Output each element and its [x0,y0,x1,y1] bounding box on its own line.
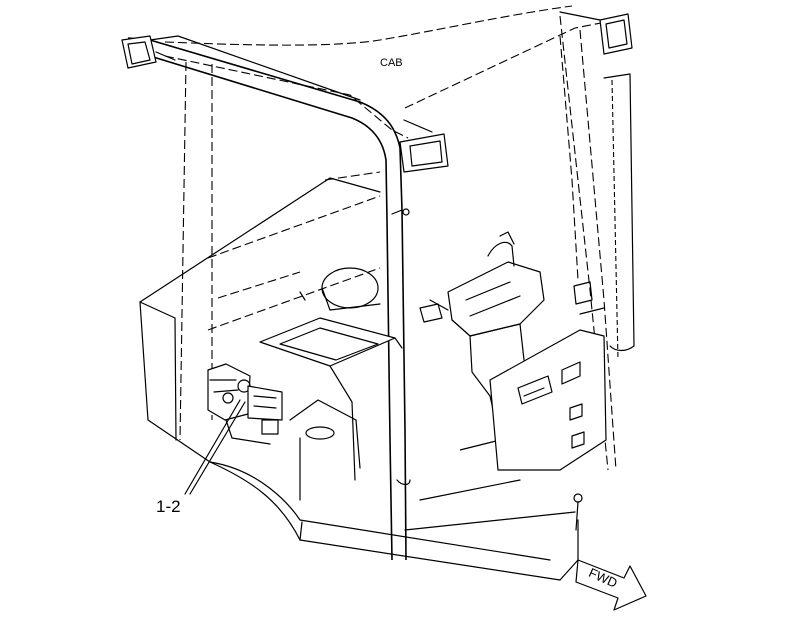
right-panel [489,281,607,531]
seat [299,267,381,311]
callout-leader [184,399,246,495]
cab-floor [139,177,579,581]
left-work-lamp [121,35,176,69]
cab-frame-front [127,37,411,561]
cab-label: CAB [380,57,403,69]
rear-work-lamp [559,11,633,55]
callout-label: 1-2 [156,497,181,516]
control-console [419,231,545,451]
electrical-component [207,363,283,445]
rear-panel [207,171,381,331]
cab-roof [149,5,607,139]
front-work-lamp [399,119,449,173]
fwd-arrow [575,559,647,611]
center-box [259,317,403,501]
